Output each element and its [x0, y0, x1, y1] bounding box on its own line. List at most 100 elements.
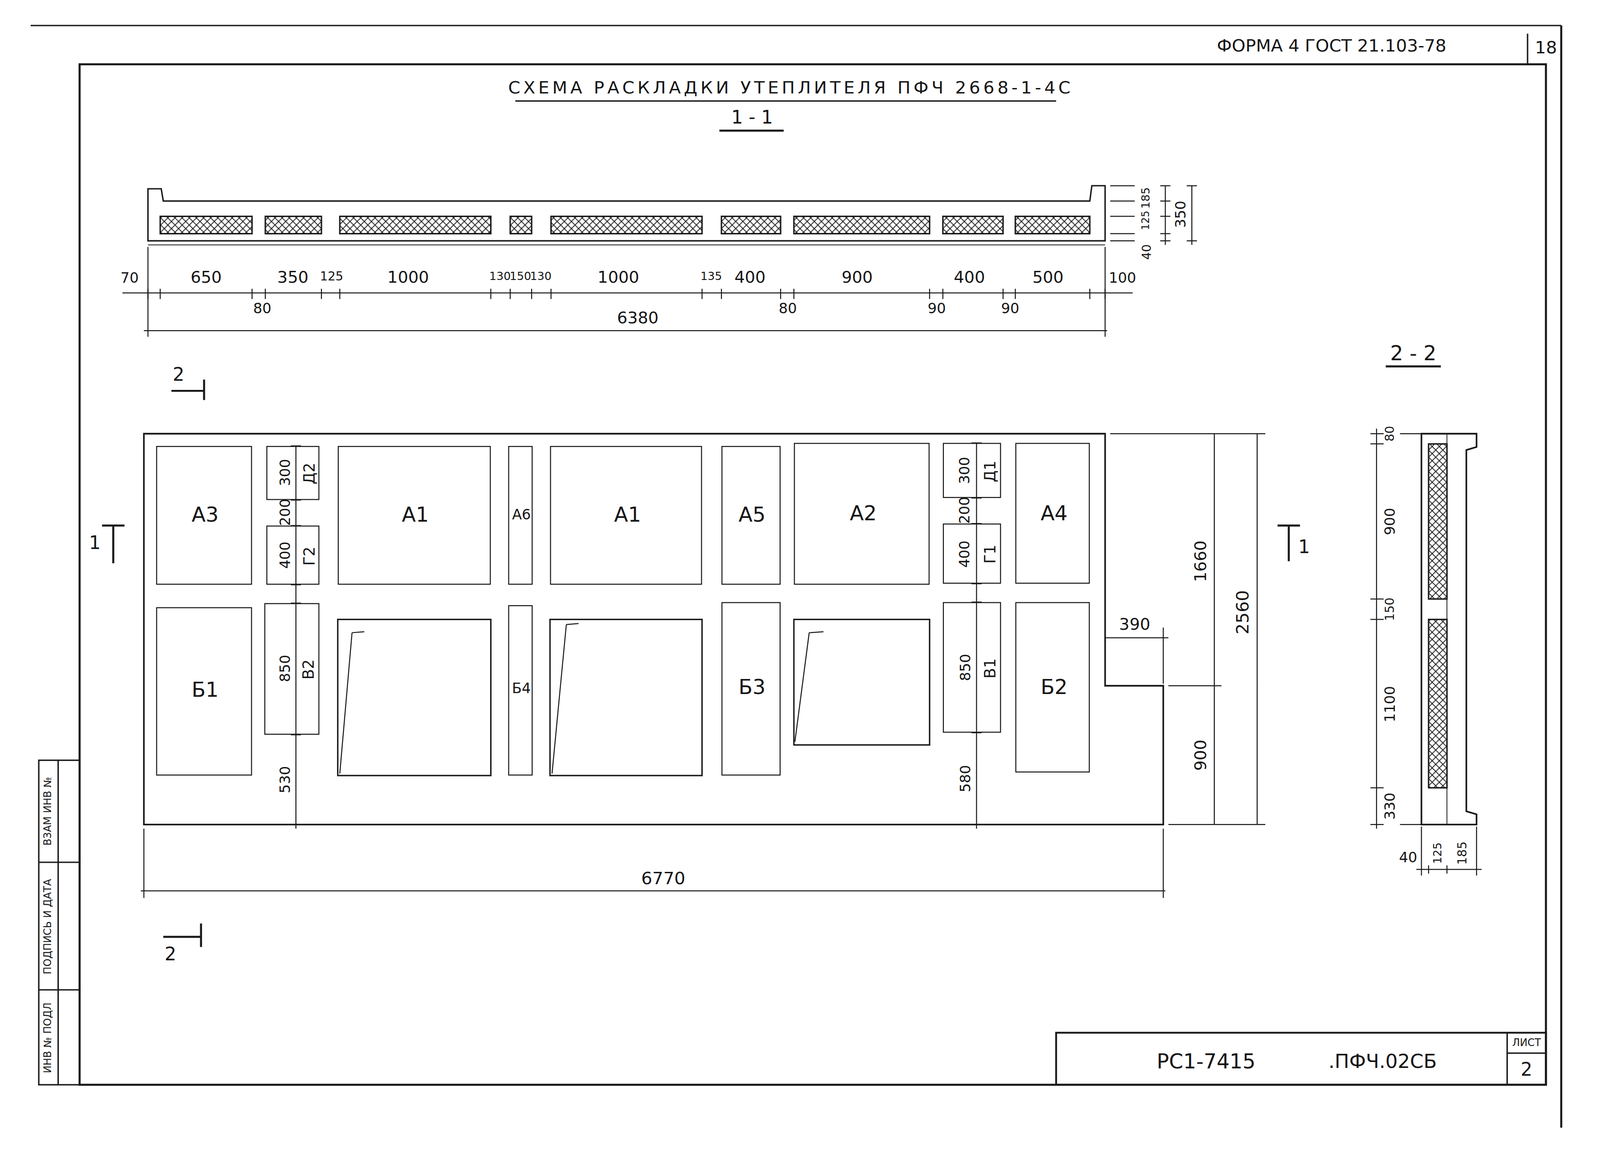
panel-mark: А1 — [401, 504, 429, 525]
drawing-label: 90 — [927, 300, 946, 316]
panel-plan-line — [337, 619, 492, 776]
section-1-1 — [122, 185, 1198, 337]
dimension-label: 300 — [277, 458, 292, 487]
dimension-label: 1100 — [1382, 685, 1397, 723]
panel-plan-line — [971, 442, 982, 825]
drawing-label: 18 — [1534, 39, 1557, 57]
drawing-label: 2 — [172, 365, 185, 384]
panel-mark: А2 — [849, 502, 877, 524]
drawing-label: 2 — [1520, 1060, 1533, 1079]
dimension-label: 530 — [277, 766, 292, 794]
panel-plan-line — [295, 445, 297, 829]
panel-mark: Б2 — [1040, 676, 1068, 698]
drawing-label: 390 — [1118, 616, 1150, 633]
null-line-line — [339, 216, 491, 234]
dimension-label: 200 — [957, 496, 972, 524]
insulation-panel: Г2 — [266, 525, 320, 586]
dimension-label: 1660 — [1192, 540, 1210, 582]
insulation-panel: Б1 — [155, 607, 252, 776]
insulation-panel: А4 — [1015, 442, 1090, 584]
panel-mark: Д1 — [983, 460, 999, 483]
section-1-1-line — [147, 247, 1105, 337]
dimension-label: 330 — [1382, 792, 1397, 820]
drawing-label: 500 — [1032, 269, 1064, 286]
null-line — [160, 216, 1090, 234]
panel-mark: А4 — [1040, 502, 1068, 524]
panel-plan — [140, 433, 1266, 898]
panel-mark: Б3 — [738, 676, 766, 698]
section-markers-line — [1277, 525, 1300, 562]
sheet-frame — [30, 25, 1562, 1128]
insulation-panel: Д2 — [266, 445, 320, 501]
section-1-1-line — [147, 288, 1105, 299]
dimension-label: 40 — [1140, 244, 1154, 260]
panel-mark: В2 — [301, 659, 317, 680]
drawing-label: 1 — [1298, 537, 1311, 556]
dimension-label: 400 — [957, 540, 972, 568]
panel-mark: Б4 — [512, 680, 531, 695]
panel-plan-line — [290, 445, 301, 825]
section-2-2-line — [1421, 433, 1477, 825]
drawing-label: 80 — [253, 300, 272, 316]
section-markers-line — [163, 923, 202, 947]
drawing-label: 90 — [1001, 300, 1020, 316]
dimension-label: 185 — [1140, 187, 1152, 209]
panel-plan-line — [793, 619, 930, 745]
dimension-label: 150 — [1383, 597, 1397, 621]
section-2-2-line — [1416, 826, 1482, 876]
dimension-label: 125 — [1432, 842, 1444, 864]
panel-plan-line — [144, 433, 1164, 825]
panel-mark: А1 — [614, 504, 642, 525]
dimension-label: 900 — [1382, 507, 1397, 536]
sheet-frame-line — [38, 988, 80, 991]
drawing-label: 1 — [88, 533, 101, 552]
panel-plan-line — [1105, 627, 1169, 684]
insulation-panel: А1 — [337, 445, 492, 585]
null-line-line — [160, 216, 252, 234]
panel-plan-line — [140, 828, 1166, 898]
sheet-frame-line — [515, 100, 1057, 102]
insulation-panel: Б4 — [507, 605, 533, 776]
drawing-label: 125 — [320, 270, 344, 283]
sheet-frame-line — [1385, 365, 1441, 368]
section-2-2-line — [1370, 428, 1422, 829]
panel-mark: В1 — [983, 658, 999, 679]
insulation-panel: А6 — [507, 445, 533, 585]
drawing-label: 400 — [953, 269, 985, 286]
sheet-frame-line — [30, 24, 1562, 26]
dimension-label: 125 — [1140, 210, 1151, 231]
dimension-label: 300 — [957, 456, 972, 485]
null-line-line — [265, 216, 322, 234]
sheet-frame-line — [1056, 1032, 1546, 1085]
sheet-frame-line — [38, 760, 80, 1085]
dimension-label: 200 — [277, 498, 292, 527]
dimension-label: ПОДПИСЬ И ДАТА — [42, 878, 53, 974]
drawing-label: 650 — [190, 269, 222, 286]
null-line-line — [1015, 216, 1090, 234]
panel-mark: Д2 — [302, 462, 319, 485]
drawing-label: 70 — [120, 270, 139, 285]
dimension-label: ИНВ № ПОДЛ — [42, 1002, 53, 1073]
dimension-label: 900 — [1192, 739, 1210, 771]
panel-mark: А6 — [512, 507, 531, 522]
drawing-label: 350 — [277, 269, 309, 286]
drawing-label: ЛИСТ — [1511, 1037, 1541, 1048]
drawing-label: 80 — [778, 300, 798, 316]
sheet-frame-line — [1506, 1052, 1546, 1054]
panel-plan-line — [1110, 433, 1266, 825]
section-markers — [102, 379, 1300, 947]
drawing-label: 100 — [1108, 270, 1137, 285]
drawing-label: РС1-7415 — [1156, 1051, 1256, 1072]
sheet-frame-line — [1506, 1032, 1508, 1085]
panel-plan-line — [339, 623, 824, 774]
panel-mark: Б1 — [191, 679, 219, 700]
drawing-label: 130 — [530, 270, 552, 283]
drawing-label: 40 — [1398, 849, 1418, 865]
drawing-label: .ПФЧ.02СБ — [1328, 1051, 1437, 1072]
sheet-frame-line — [79, 64, 1547, 1085]
insulation-panel: А5 — [721, 445, 781, 585]
dimension-label: 350 — [1173, 200, 1188, 228]
section-2-2-line — [1428, 443, 1447, 599]
